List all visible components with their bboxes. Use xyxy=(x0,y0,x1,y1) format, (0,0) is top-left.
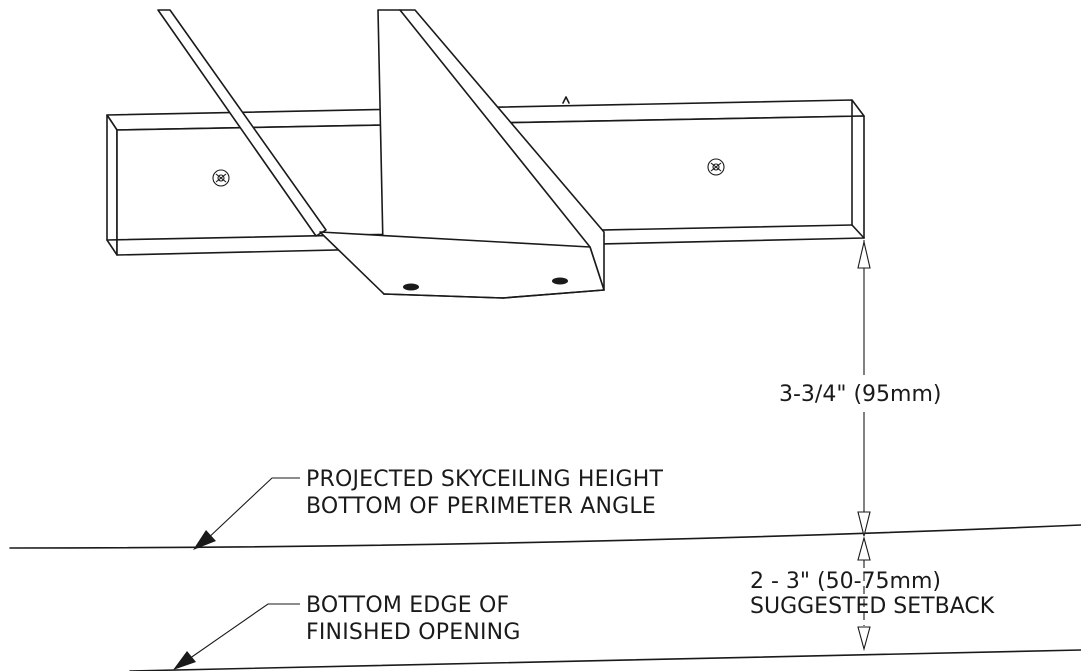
opening-label-line2: FINISHED OPENING xyxy=(306,620,521,645)
rivet-hole-icon xyxy=(552,277,568,285)
skyceiling-label-line1: PROJECTED SKYCEILING HEIGHT xyxy=(306,467,663,492)
leader-opening xyxy=(173,603,300,670)
screw-head-icon xyxy=(707,158,725,176)
bracket-side-face xyxy=(399,9,605,291)
dimension-lower-label-line1: 2 - 3" (50-75mm) xyxy=(750,569,941,594)
beam-left-end xyxy=(106,114,118,256)
leader-skyceiling xyxy=(193,477,300,550)
opening-line xyxy=(129,649,1081,671)
dimension-lower xyxy=(857,535,871,652)
dimension-upper xyxy=(857,240,871,537)
diagonal-bracket xyxy=(157,9,605,299)
bracket-left-rail xyxy=(157,9,327,237)
skyceiling-label-line2: BOTTOM OF PERIMETER ANGLE xyxy=(306,494,656,519)
rivet-hole-icon xyxy=(403,283,419,291)
opening-label-line1: BOTTOM EDGE OF xyxy=(306,593,509,618)
dimension-lower-label-line2: SUGGESTED SETBACK xyxy=(750,594,995,619)
skyceiling-line xyxy=(9,524,1081,549)
screw-head-icon xyxy=(212,169,230,187)
dimension-upper-label: 3-3/4" (95mm) xyxy=(779,382,941,407)
